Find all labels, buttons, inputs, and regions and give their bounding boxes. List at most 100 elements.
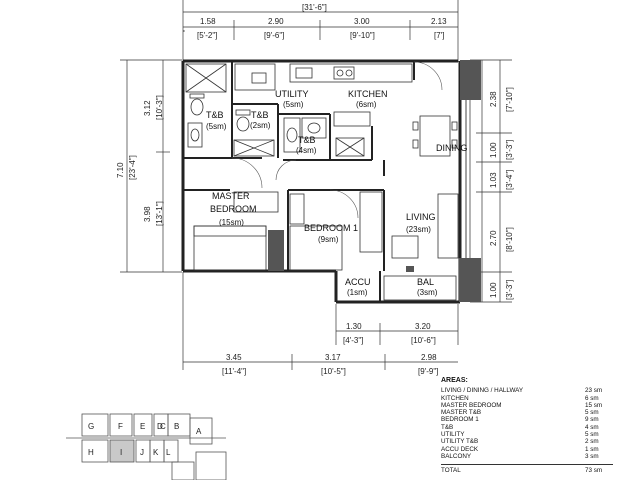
key-label-j: J: [140, 448, 144, 457]
areas-row-label: MASTER BEDROOM: [441, 401, 502, 409]
areas-row-label: BALCONY: [441, 452, 472, 460]
key-label-a: A: [196, 427, 202, 436]
left-lower-ft: [13'-1"]: [155, 201, 164, 226]
areas-row-label: T&B: [441, 423, 454, 431]
areas-row-label: UTILITY T&B: [441, 438, 479, 446]
key-label-l: L: [166, 448, 171, 457]
areas-row-label: BEDROOM 1: [441, 416, 479, 424]
top-dim-4-ft: [7']: [434, 31, 444, 40]
areas-row: MASTER T&B 5 sm: [441, 409, 613, 416]
areas-row-label: UTILITY: [441, 431, 465, 439]
key-label-g: G: [88, 422, 94, 431]
room-tb-master-area: (5sm): [206, 122, 227, 131]
left-upper-ft: [10'-3"]: [155, 95, 164, 120]
key-label-b: B: [174, 422, 179, 431]
room-bedroom1-area: (9sm): [318, 235, 339, 244]
right-dim-1-m: 2.38: [489, 91, 498, 107]
room-utility-tb-name: T&B: [251, 110, 269, 120]
areas-row-value: 6 sm: [585, 394, 599, 402]
left-total-m: 7.10: [116, 162, 125, 178]
bottom-upper-1-m: 1.30: [346, 322, 362, 331]
areas-row-label: LIVING / DINING / HALLWAY: [441, 387, 524, 395]
room-master-name-1: MASTER: [212, 191, 250, 201]
areas-row-label: KITCHEN: [441, 394, 469, 402]
key-label-k: K: [153, 448, 159, 457]
left-total-ft: [23'-4"]: [128, 155, 137, 180]
areas-row: UTILITY T&B 2 sm: [441, 438, 613, 445]
areas-row-value: 2 sm: [585, 438, 599, 446]
room-accu-name: ACCU: [345, 277, 371, 287]
areas-row-value: 9 sm: [585, 416, 599, 424]
bottom-lower-3-m: 2.98: [421, 353, 437, 362]
bottom-upper-2-m: 3.20: [415, 322, 431, 331]
right-dim-5-m: 1.00: [489, 282, 498, 298]
room-bal-area: (3sm): [417, 288, 438, 297]
top-dim-1-ft: [5'-2"]: [197, 31, 217, 40]
bottom-upper-1-ft: [4'-3"]: [343, 336, 363, 345]
areas-row: MASTER BEDROOM 15 sm: [441, 402, 613, 409]
areas-total-label: TOTAL: [441, 467, 461, 475]
key-label-c: C: [160, 422, 166, 431]
bottom-lower-2-m: 3.17: [325, 353, 341, 362]
key-plan: [66, 413, 227, 480]
key-label-i: I: [120, 448, 122, 457]
room-living-name: LIVING: [406, 212, 436, 222]
right-dim-1-ft: [7'-10"]: [505, 87, 514, 112]
room-tb-master-name: T&B: [206, 110, 224, 120]
top-dim-4-m: 2.13: [431, 17, 447, 26]
key-label-e: E: [140, 422, 145, 431]
top-dimensions: [182, 0, 459, 62]
bottom-lower-1-ft: [11'-4"]: [222, 367, 246, 376]
key-label-h: H: [88, 448, 94, 457]
top-dim-2-m: 2.90: [268, 17, 284, 26]
bottom-dimensions: [182, 272, 459, 370]
top-dim-2-ft: [9'-6"]: [264, 31, 284, 40]
areas-row-value: 3 sm: [585, 452, 599, 460]
room-utility-tb-area: (2sm): [250, 121, 271, 130]
left-lower-m: 3.98: [143, 206, 152, 222]
room-dining-name: DINING: [436, 143, 468, 153]
top-dim-3-ft: [9'-10"]: [350, 31, 375, 40]
room-master-area: (15sm): [219, 218, 244, 227]
areas-row-value: 15 sm: [585, 401, 603, 409]
right-dim-2-m: 1.00: [489, 142, 498, 158]
columns: [268, 60, 481, 302]
areas-row: BEDROOM 1 9 sm: [441, 416, 613, 423]
areas-row-value: 5 sm: [585, 409, 599, 417]
areas-row-value: 5 sm: [585, 431, 599, 439]
areas-row: UTILITY 5 sm: [441, 431, 613, 438]
right-dim-3-ft: [3'-4"]: [505, 170, 514, 190]
right-dim-4-ft: [8'-10"]: [505, 227, 514, 252]
areas-row: BALCONY 3 sm: [441, 453, 613, 460]
bottom-lower-2-ft: [10'-5"]: [321, 367, 346, 376]
room-utility-area: (5sm): [283, 100, 304, 109]
room-master-name-2: BEDROOM: [210, 204, 257, 214]
interior-walls: [183, 61, 415, 302]
left-upper-m: 3.12: [143, 100, 152, 116]
room-bedroom1-name: BEDROOM 1: [304, 223, 358, 233]
room-accu-area: (1sm): [347, 288, 368, 297]
room-living-area: (23sm): [406, 225, 431, 234]
exterior-walls: [181, 59, 462, 304]
top-dim-3-m: 3.00: [354, 17, 370, 26]
areas-title: AREAS:: [441, 377, 468, 384]
top-dim-1-m: 1.58: [200, 17, 216, 26]
overall-width-ft: [31'-6"]: [302, 3, 327, 12]
areas-row-label: ACCU DECK: [441, 445, 479, 453]
right-dim-4-m: 2.70: [489, 230, 498, 246]
areas-total-value: 73 sm: [585, 467, 603, 475]
bottom-upper-2-ft: [10'-6"]: [411, 336, 436, 345]
left-dimensions: [120, 59, 182, 273]
door-swings: [231, 61, 443, 219]
right-dim-2-ft: [3'-3"]: [505, 140, 514, 160]
areas-row-label: MASTER T&B: [441, 409, 482, 417]
room-bal-name: BAL: [417, 277, 434, 287]
areas-row: KITCHEN 6 sm: [441, 395, 613, 402]
right-dim-3-m: 1.03: [489, 172, 498, 188]
fixtures: [185, 63, 459, 301]
